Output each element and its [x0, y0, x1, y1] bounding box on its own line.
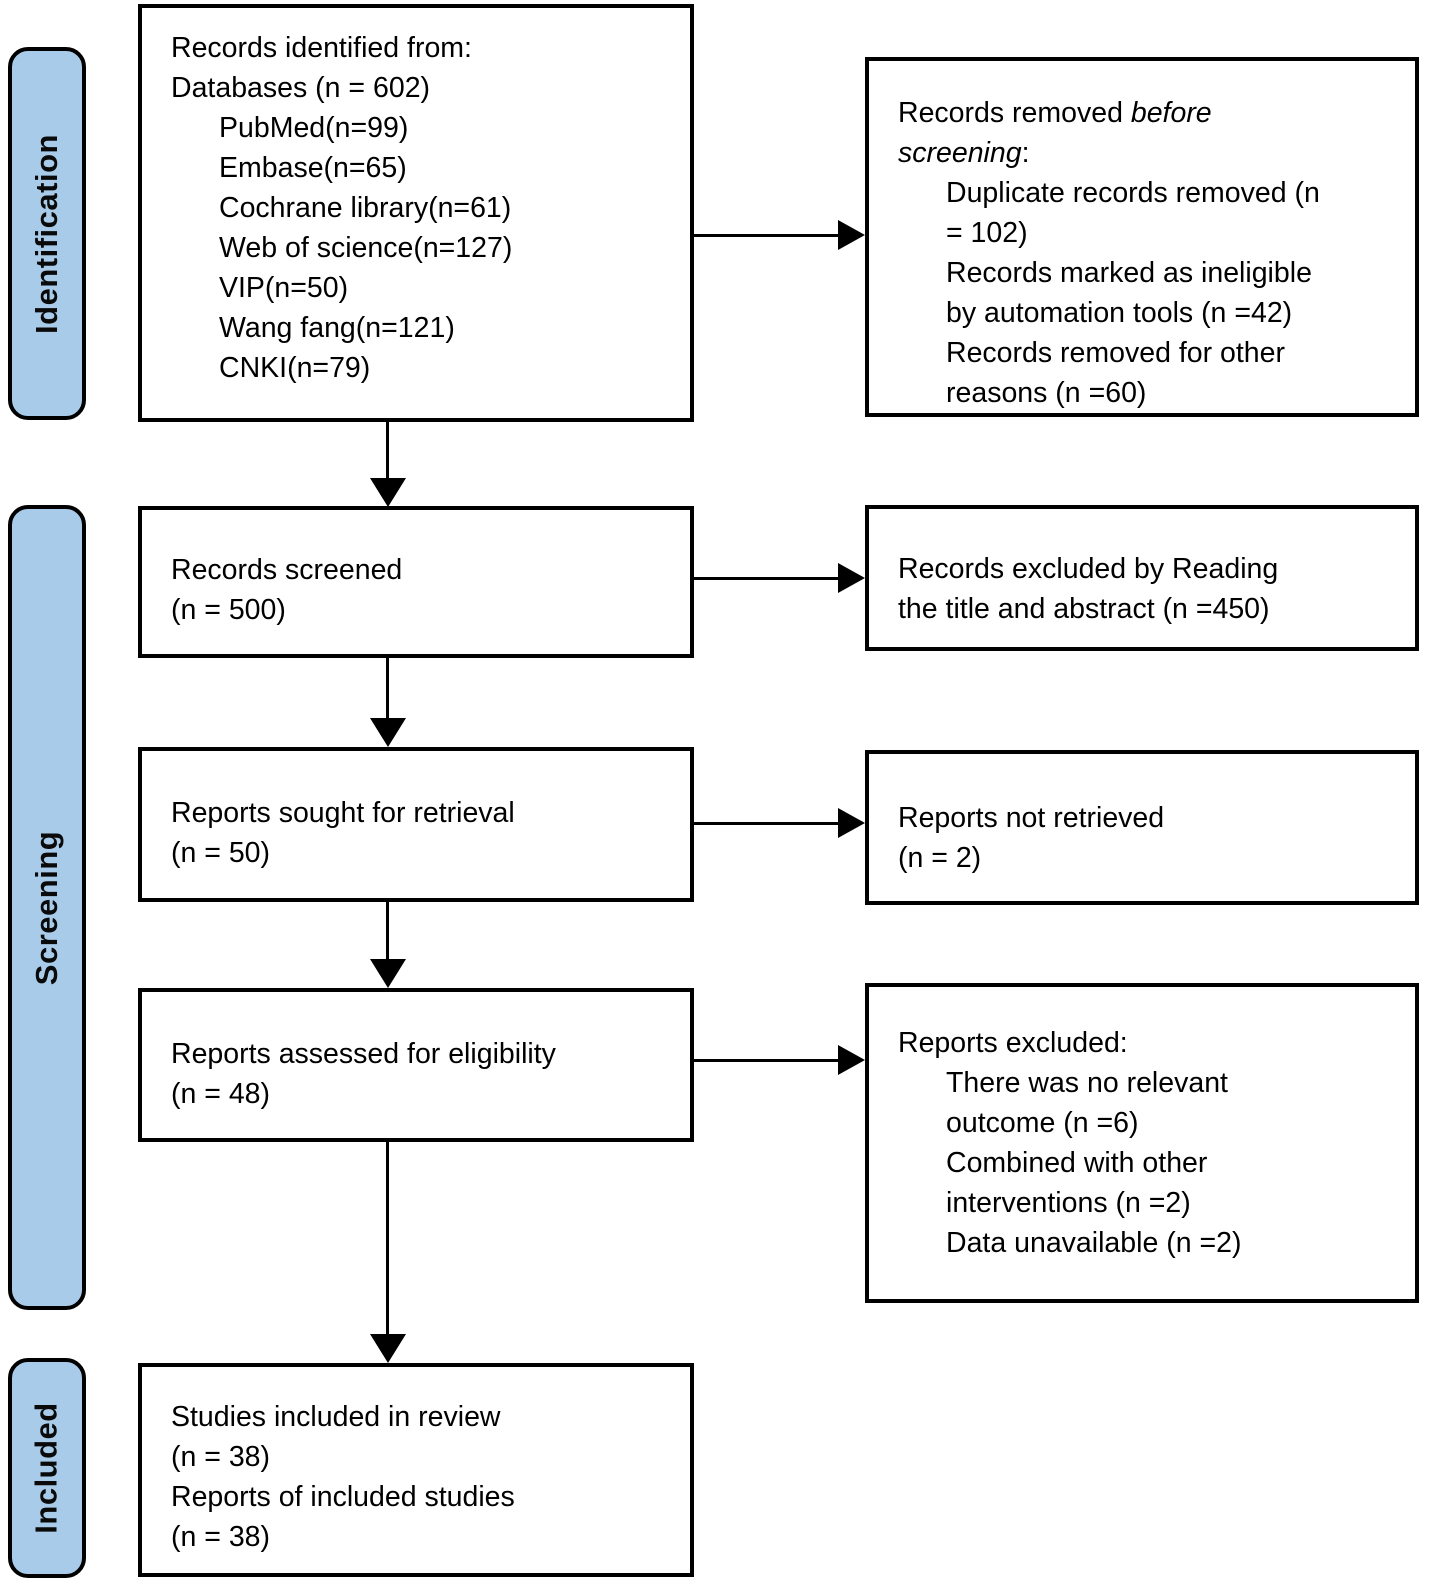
- text-line: Reports of included studies: [171, 1481, 515, 1513]
- arrow-right-line-3: [694, 822, 840, 825]
- text-line: Duplicate records removed (n: [946, 177, 1320, 209]
- arrow-down-line-2: [386, 658, 389, 720]
- text-line: Records identified from:: [171, 32, 472, 64]
- text-line: (n = 500): [171, 594, 286, 626]
- arrow-down-icon: [370, 718, 406, 747]
- stage-label-included: Included: [29, 1402, 65, 1534]
- text-line: Reports assessed for eligibility: [171, 1038, 556, 1070]
- text-line: Data unavailable (n =2): [946, 1227, 1242, 1259]
- text-line: (n = 50): [171, 837, 271, 869]
- text-line: Records marked as ineligible: [946, 257, 1312, 289]
- text-line: (n = 48): [171, 1078, 271, 1110]
- box-records-identified: Records identified from: Databases (n = 6…: [138, 4, 694, 422]
- arrow-right-line-2: [694, 577, 840, 580]
- box-reports-excluded: Reports excluded: There was no relevant ou…: [865, 983, 1419, 1303]
- stage-bar-screening: Screening: [8, 505, 86, 1310]
- text-line: Wang fang(n=121): [219, 312, 455, 344]
- arrow-right-icon: [838, 808, 865, 838]
- text-line: Records excluded by Reading: [898, 553, 1279, 585]
- arrow-down-line-3: [386, 902, 389, 961]
- text-line: interventions (n =2): [946, 1187, 1191, 1219]
- text-line: Combined with other: [946, 1147, 1208, 1179]
- arrow-right-icon: [838, 220, 865, 250]
- text-line: (n = 38): [171, 1441, 271, 1473]
- text-line: Reports sought for retrieval: [171, 797, 515, 829]
- text-line: Studies included in review: [171, 1401, 501, 1433]
- text-line: Records removed for other: [946, 337, 1285, 369]
- box-records-screened: Records screened (n = 500): [138, 506, 694, 658]
- stage-bar-identification: Identification: [8, 47, 86, 420]
- arrow-down-icon: [370, 959, 406, 988]
- stage-bar-included: Included: [8, 1358, 86, 1578]
- arrow-down-icon: [370, 1334, 406, 1363]
- text-line: Embase(n=65): [219, 152, 407, 184]
- text-line: CNKI(n=79): [219, 352, 371, 384]
- box-reports-sought: Reports sought for retrieval (n = 50): [138, 747, 694, 902]
- text-line: VIP(n=50): [219, 272, 349, 304]
- text-line: Records removed before: [898, 97, 1212, 129]
- arrow-right-icon: [838, 563, 865, 593]
- arrow-down-line-1: [386, 422, 389, 480]
- text-line: by automation tools (n =42): [946, 297, 1293, 329]
- stage-label-screening: Screening: [29, 830, 65, 985]
- text-line: Reports not retrieved: [898, 802, 1165, 834]
- box-reports-assessed: Reports assessed for eligibility (n = 48): [138, 988, 694, 1142]
- text-line: (n = 2): [898, 842, 982, 874]
- arrow-right-icon: [838, 1045, 865, 1075]
- text-line: reasons (n =60): [946, 377, 1147, 409]
- text-line: the title and abstract (n =450): [898, 593, 1270, 625]
- text-line: Databases (n = 602): [171, 72, 431, 104]
- text-line: (n = 38): [171, 1521, 271, 1553]
- text-line: = 102): [946, 217, 1028, 249]
- text-line: Cochrane library(n=61): [219, 192, 512, 224]
- text-line: Web of science(n=127): [219, 232, 513, 264]
- arrow-right-line-1: [694, 234, 840, 237]
- arrow-down-line-4: [386, 1142, 389, 1336]
- box-studies-included: Studies included in review (n = 38) Report…: [138, 1363, 694, 1577]
- text-line: screening:: [898, 137, 1030, 169]
- text-line: outcome (n =6): [946, 1107, 1139, 1139]
- box-records-removed-before-screening: Records removed before screening: Duplicat…: [865, 57, 1419, 417]
- text-line: Reports excluded:: [898, 1027, 1128, 1059]
- box-records-excluded-by-reading: Records excluded by Reading the title and…: [865, 505, 1419, 651]
- stage-label-identification: Identification: [29, 133, 65, 334]
- arrow-down-icon: [370, 478, 406, 507]
- box-reports-not-retrieved: Reports not retrieved (n = 2): [865, 750, 1419, 905]
- text-line: There was no relevant: [946, 1067, 1228, 1099]
- arrow-right-line-4: [694, 1059, 840, 1062]
- text-line: Records screened: [171, 554, 403, 586]
- text-line: PubMed(n=99): [219, 112, 409, 144]
